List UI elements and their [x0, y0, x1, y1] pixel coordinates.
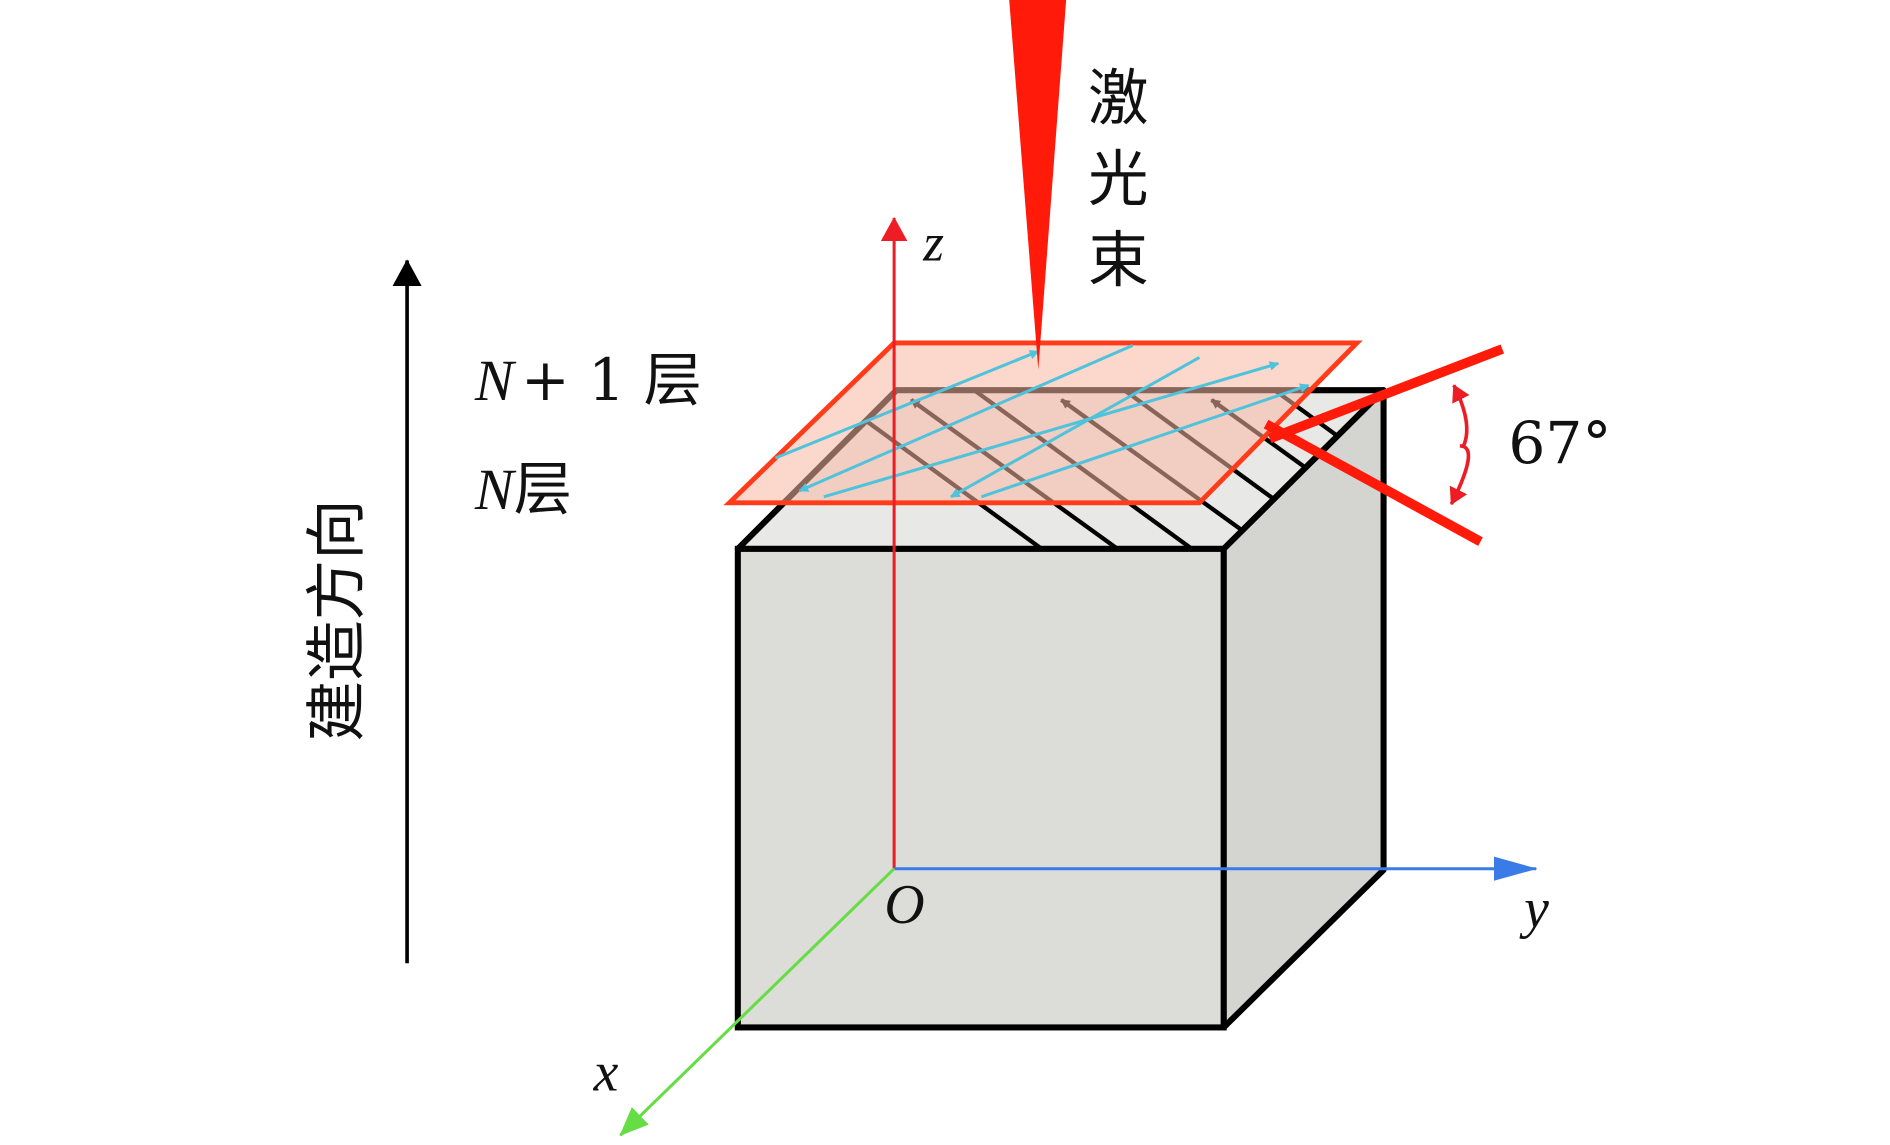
layer-n1-label: N+ 1 层: [474, 346, 702, 414]
layer-n1-plane: [723, 340, 1363, 506]
angle-label: 67°: [1508, 409, 1611, 477]
origin-label: O: [884, 874, 924, 936]
y-axis-label: y: [1519, 878, 1549, 940]
scan-vector-n1: [950, 356, 1201, 499]
scan-vector-n1: [823, 361, 1280, 499]
scan-direction-line-n: [1263, 419, 1483, 546]
x-axis: [619, 867, 896, 1137]
angle-arc-arrow-up: [1452, 384, 1470, 447]
laser-label-2: 光: [1088, 145, 1149, 215]
scan-vector-n1: [980, 383, 1310, 499]
laser-label-3: 束: [1088, 226, 1149, 296]
z-axis-label: z: [922, 214, 944, 273]
scan-vector-n1: [774, 349, 1040, 460]
cube-front-face: [734, 545, 1227, 1031]
layer-n1-scan-vectors: [774, 343, 1310, 499]
laser-label-1: 激: [1088, 64, 1149, 134]
build-direction-label: 建造方向: [302, 499, 372, 741]
x-axis-label: x: [593, 1041, 619, 1103]
angle-arc-arrow: [1449, 444, 1471, 506]
scan-vector-n1: [798, 343, 1134, 493]
scan-direction-line-n1: [1267, 344, 1505, 444]
layer-n-label: N层: [474, 455, 572, 523]
laser-beam: [1009, 0, 1067, 370]
